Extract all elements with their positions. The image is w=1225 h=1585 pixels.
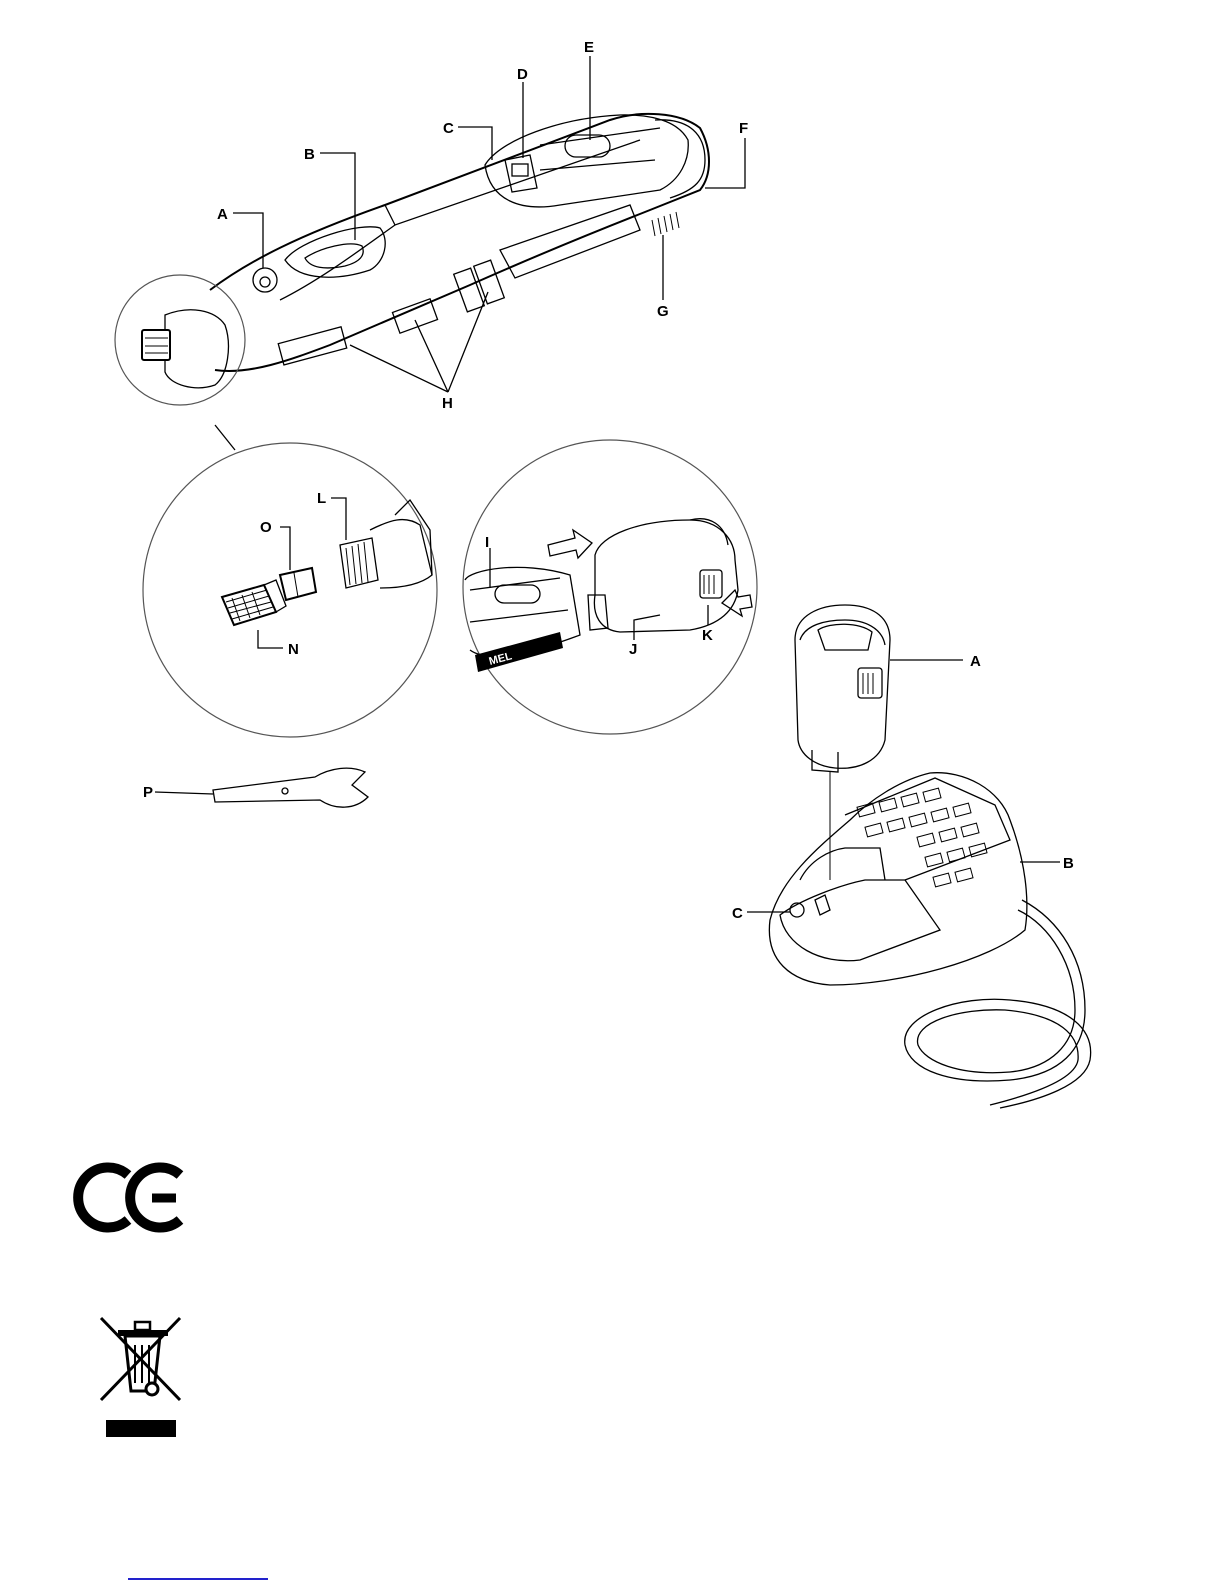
callout-O: O	[260, 519, 272, 536]
callout-E: E	[584, 39, 594, 56]
callout-K: K	[702, 627, 713, 644]
callout-J: J	[629, 641, 637, 658]
charger-drawing	[769, 605, 1090, 1108]
callout-A: A	[217, 206, 228, 223]
callout-G: G	[657, 303, 669, 320]
rotary-tool-drawing	[115, 114, 709, 405]
footer-link-underline[interactable]	[128, 1578, 268, 1580]
callout-P: P	[143, 784, 153, 801]
callout-I: I	[485, 534, 489, 551]
charger-callout-B: B	[1063, 855, 1074, 872]
ce-mark-icon	[78, 1168, 180, 1228]
callout-F: F	[739, 120, 748, 137]
collet-detail	[143, 443, 437, 737]
callout-B: B	[304, 146, 315, 163]
callout-D: D	[517, 66, 528, 83]
battery-insertion-detail: MEL	[463, 440, 757, 734]
callout-L: L	[317, 490, 326, 507]
weee-crossed-bin-icon	[101, 1318, 180, 1437]
callout-N: N	[288, 641, 299, 658]
callout-H: H	[442, 395, 453, 412]
callout-C: C	[443, 120, 454, 137]
charger-callout-C: C	[732, 905, 743, 922]
wrench-drawing: P	[143, 768, 368, 807]
charger-leaders: A B C	[732, 653, 1074, 922]
charger-callout-A: A	[970, 653, 981, 670]
battery-leaders: I J K	[485, 534, 713, 658]
